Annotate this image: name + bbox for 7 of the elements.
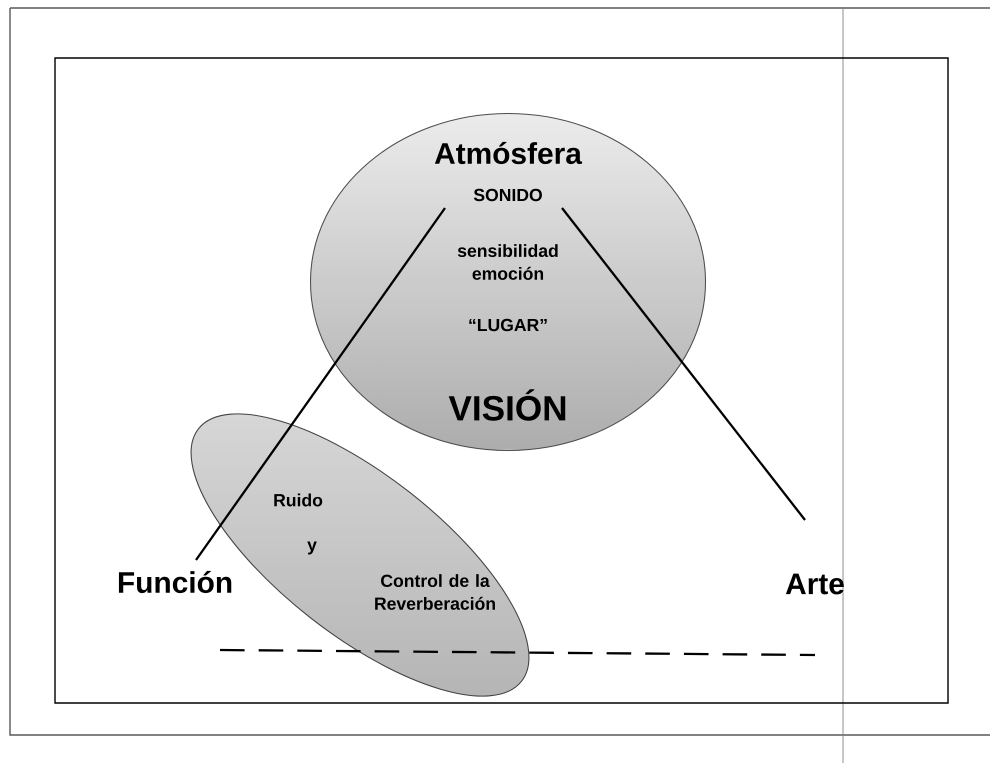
- dashed-line: [220, 648, 816, 656]
- node-label: Arte: [786, 574, 844, 594]
- connector-line: [195, 207, 446, 561]
- ellipse-text: Ruido y Control de la Reverberación: [274, 494, 495, 610]
- circle-node: Atmósfera SONIDO sensibilidad emoción “LUGAR” VISIÓN: [310, 112, 706, 452]
- node-label: Función: [118, 570, 232, 594]
- connector-line: [561, 207, 806, 521]
